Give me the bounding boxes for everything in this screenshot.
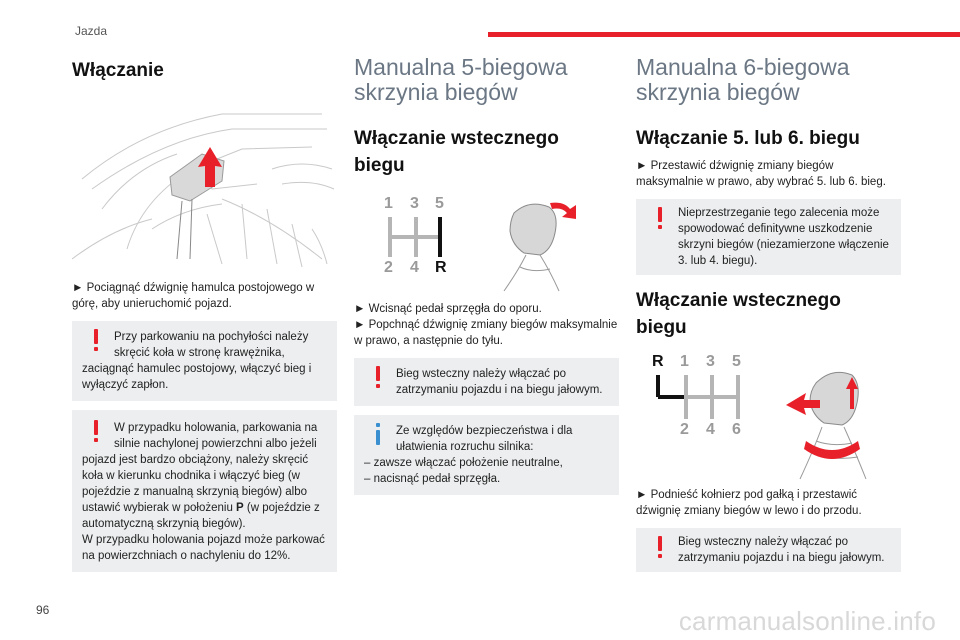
parking-brake-illustration [71, 109, 337, 269]
column-6-speed: Manualna 6-biegowa skrzynia biegów Włącz… [636, 55, 901, 572]
shift-pattern-6-speed [656, 371, 867, 480]
shift-pattern-5-speed [388, 202, 576, 292]
subsection-title-line2: biegu [354, 155, 405, 176]
subsection-title: Włączanie 5. lub 6. biegu [636, 128, 860, 149]
warning-text-towing: W przypadku holowania pojazd może parkow… [82, 534, 325, 562]
gear-label-6: 6 [732, 421, 741, 438]
warning-text-rest: zatrzymaniu pojazdu i na biegu jałowym. [396, 384, 603, 396]
column-parking: Włączanie [71, 55, 337, 572]
parking-warning-2: W przypadku holowania, parkowania na sil… [72, 410, 337, 572]
warning-text-first: Nieprzestrzeganie tego zalecenia może [678, 207, 880, 219]
gear-label-3: 3 [706, 353, 715, 370]
section-title: Włączanie [72, 60, 164, 81]
info-text-rest: ułatwienia rozruchu silnika: [396, 441, 534, 453]
reverse-6-warning: Bieg wsteczny należy włączać po zatrzyma… [636, 528, 901, 572]
reverse-step-2: ► Popchnąć dźwignię zmiany biegów maksym… [354, 319, 618, 347]
warning-text-rest: zaciągnąć hamulec postojowy, włączyć bie… [82, 363, 312, 391]
warning-text-first: Bieg wsteczny należy włączać po [396, 368, 567, 380]
reverse-step-1: ► Wcisnąć pedał sprzęgła do oporu. [354, 303, 542, 315]
gear-label-4: 4 [706, 421, 715, 438]
gear-5-6-warning: Nieprzestrzeganie tego zalecenia może sp… [636, 199, 901, 275]
warning-icon [651, 207, 669, 229]
warning-text-first: W przypadku holowania, parkowania na sil… [114, 422, 318, 450]
subsection-title-line2: biegu [636, 317, 687, 338]
subsection-title-line1: Włączanie wstecznego [354, 128, 559, 149]
column-5-speed: Manualna 5-biegowa skrzynia biegów Włącz… [354, 55, 619, 495]
gear-label-3: 3 [410, 195, 419, 212]
gear-label-4: 4 [410, 259, 419, 276]
warning-text-part: pojazd jest bardzo obciążony, należy skr… [82, 454, 309, 514]
warning-icon [87, 420, 105, 442]
gear-diagram-5-speed: 1 3 5 2 4 R [354, 193, 619, 293]
section-title-line1: Manualna 6-biegowa [636, 54, 850, 80]
parking-brake-drawing [71, 113, 335, 268]
warning-icon [87, 329, 105, 351]
info-icon [369, 423, 387, 445]
warning-icon [369, 366, 387, 388]
gear-label-5: 5 [732, 353, 741, 370]
gear-diagram-6-speed: R 1 3 5 2 4 6 [636, 353, 901, 483]
warning-text-first: Przy parkowaniu na pochyłości należy skr… [114, 331, 309, 359]
gear-label-2: 2 [384, 259, 393, 276]
section-title-line2: skrzynia biegów [636, 79, 800, 105]
page-number: 96 [36, 603, 50, 617]
info-list-item: – zawsze włączać położenie neutralne, [364, 457, 563, 469]
section-title-line1: Manualna 5-biegowa [354, 54, 568, 80]
parking-warning-1: Przy parkowaniu na pochyłości należy skr… [72, 321, 337, 401]
section-header: Jazda [75, 24, 108, 38]
warning-text-rest: pojazd jest bardzo obciążony, należy skr… [82, 452, 329, 532]
watermark: carmanualsonline.info [678, 606, 936, 636]
warning-text-first: Bieg wsteczny należy włączać po [678, 536, 849, 548]
gear-label-2: 2 [680, 421, 689, 438]
gear-position-p: P [236, 502, 244, 514]
gear-5-6-step: ► Przestawić dźwignię zmiany biegów maks… [636, 160, 886, 188]
reverse-warning: Bieg wsteczny należy włączać po zatrzyma… [354, 358, 619, 406]
gear-label-1: 1 [680, 353, 689, 370]
warning-text-part: (w pojeździe z automatyczną skrzynią bie… [82, 502, 320, 530]
info-text-first: Ze względów bezpieczeństwa i dla [396, 425, 573, 437]
header-accent-bar [488, 32, 960, 37]
safety-info: Ze względów bezpieczeństwa i dla ułatwie… [354, 415, 619, 495]
gear-label-5: 5 [435, 195, 444, 212]
info-list-item: – nacisnąć pedał sprzęgła. [364, 473, 501, 485]
gear-label-reverse: R [652, 353, 664, 370]
gear-label-reverse: R [435, 259, 447, 276]
warning-text-rest: zatrzymaniu pojazdu i na biegu jałowym. [678, 552, 885, 564]
subsection-title-line1: Włączanie wstecznego [636, 290, 841, 311]
warning-icon [651, 536, 669, 558]
gear-label-1: 1 [384, 195, 393, 212]
parking-step: ► Pociągnąć dźwignię hamulca postojowego… [72, 282, 315, 310]
warning-text-rest: spowodować definitywne uszkodzenie skrzy… [678, 223, 889, 267]
reverse-6-step: ► Podnieść kołnierz pod gałką i przestaw… [636, 489, 862, 517]
section-title-line2: skrzynia biegów [354, 79, 518, 105]
